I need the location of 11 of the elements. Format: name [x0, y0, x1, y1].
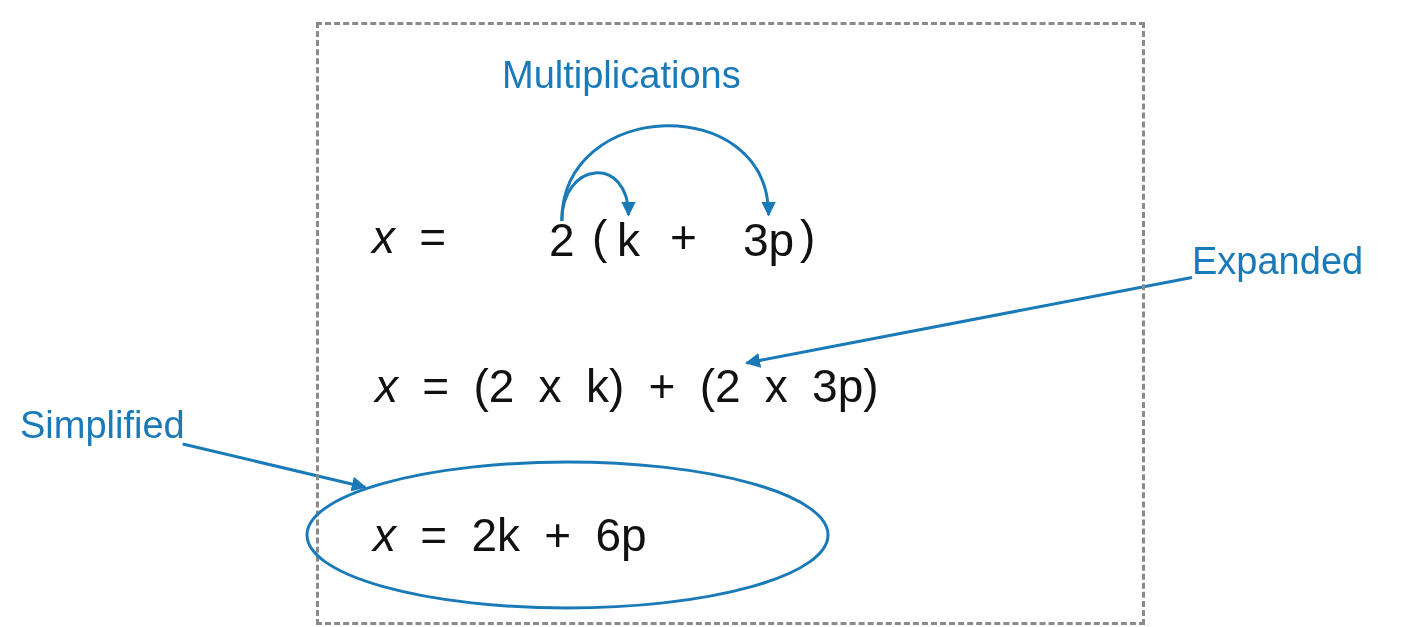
arrow	[182, 442, 367, 492]
annotation-text: Simplified	[20, 406, 185, 444]
arrow	[560, 124, 775, 222]
equation-term: +	[670, 214, 697, 260]
equation-term: 2	[549, 217, 575, 263]
arrow	[745, 275, 1193, 368]
annotation-text: Multiplications	[502, 56, 741, 94]
annotation-text: Expanded	[1192, 242, 1364, 280]
equation-term: k	[617, 217, 640, 263]
equation-term: x =	[372, 214, 447, 260]
dashed-frame	[316, 22, 1145, 625]
